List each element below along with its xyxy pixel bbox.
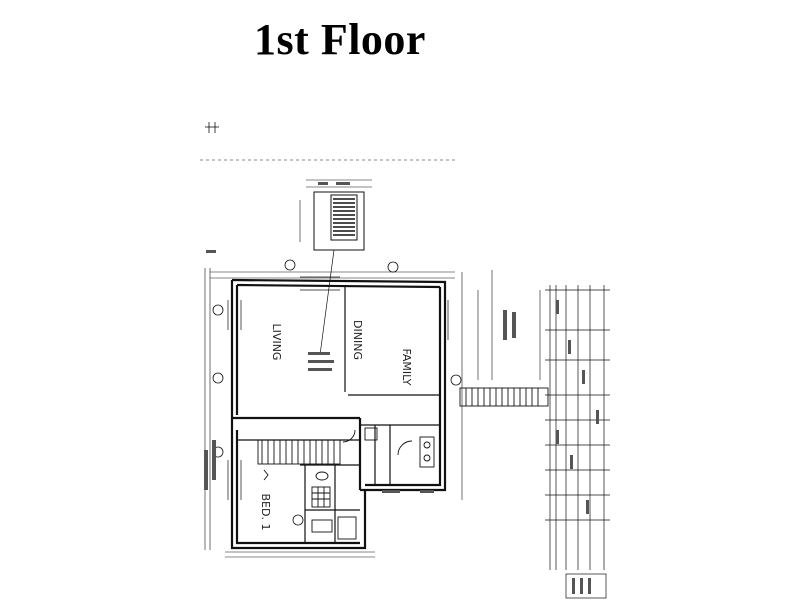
room-label-family: FAMILY	[400, 349, 413, 386]
top-stair	[299, 179, 372, 356]
dimension-lines	[200, 159, 541, 558]
grid-markers-top	[212, 259, 462, 526]
bathroom-fixtures	[311, 471, 357, 540]
deck-stair	[459, 387, 549, 407]
annotation-marks	[204, 182, 599, 594]
room-label-dining: DINING	[351, 320, 364, 360]
north-mark	[205, 122, 219, 133]
internal-stair	[257, 439, 341, 481]
window-marks	[227, 276, 449, 500]
outer-walls	[230, 278, 447, 550]
right-dimensions	[545, 285, 610, 599]
kitchen-fixtures	[342, 427, 435, 468]
room-label-living: LIVING	[270, 324, 283, 361]
floor-title: 1st Floor	[254, 15, 426, 64]
room-label-bed1: BED. 1	[259, 494, 272, 531]
